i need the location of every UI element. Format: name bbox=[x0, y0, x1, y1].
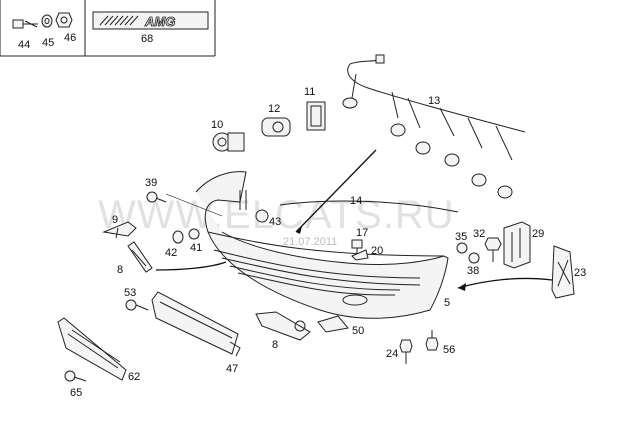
callout-20: 20 bbox=[371, 245, 383, 257]
callout-53: 53 bbox=[124, 287, 136, 299]
callout-44: 44 bbox=[18, 39, 30, 51]
callout-17: 17 bbox=[356, 227, 368, 239]
screw-44-icon bbox=[12, 19, 38, 29]
bracket-11 bbox=[306, 101, 326, 131]
bracket-50 bbox=[317, 315, 349, 333]
guide-8-left bbox=[127, 241, 153, 273]
arrow-8-left bbox=[155, 261, 227, 271]
callout-29: 29 bbox=[532, 228, 544, 240]
emblem-stripes-icon bbox=[99, 15, 139, 26]
callout-12: 12 bbox=[268, 103, 280, 115]
license-bracket-47 bbox=[151, 291, 241, 357]
bolt-32-icon bbox=[484, 237, 502, 262]
emblem-text: AMG bbox=[144, 14, 175, 29]
clip-20 bbox=[351, 249, 369, 261]
bolt-56-icon bbox=[425, 330, 439, 351]
inset-box: 44 45 46 AMG 68 bbox=[0, 0, 216, 57]
arrow-head bbox=[296, 226, 302, 234]
clip-9 bbox=[102, 221, 137, 239]
callout-14: 14 bbox=[350, 195, 362, 207]
amg-emblem-68: AMG bbox=[92, 11, 209, 30]
callout-50: 50 bbox=[352, 325, 364, 337]
callout-39: 39 bbox=[145, 177, 157, 189]
callout-10: 10 bbox=[211, 119, 223, 131]
screw-65-icon bbox=[64, 370, 87, 382]
nut-43-icon bbox=[255, 209, 269, 223]
callout-11: 11 bbox=[304, 86, 315, 98]
sensor-housing-10 bbox=[212, 132, 245, 152]
callout-8a: 8 bbox=[117, 264, 123, 276]
watermark: WWW.ELCATS.RU bbox=[98, 193, 455, 237]
callout-24: 24 bbox=[386, 348, 398, 360]
screw-53-icon bbox=[125, 299, 149, 311]
callout-43: 43 bbox=[269, 216, 281, 228]
washer-35-icon bbox=[456, 242, 468, 254]
callout-5: 5 bbox=[444, 297, 450, 309]
callout-65: 65 bbox=[70, 387, 82, 399]
bumper-cover-5 bbox=[195, 171, 449, 319]
arrow-23 bbox=[457, 277, 553, 289]
bolt-39-icon bbox=[146, 191, 167, 203]
callout-62: 62 bbox=[128, 371, 140, 383]
callout-23: 23 bbox=[574, 267, 586, 279]
washer-45-icon bbox=[41, 14, 53, 28]
callout-9: 9 bbox=[112, 214, 118, 226]
nut-46-icon bbox=[55, 12, 73, 28]
nut-42-icon bbox=[172, 230, 184, 244]
washer-41-icon bbox=[188, 228, 200, 240]
callout-47: 47 bbox=[226, 363, 238, 375]
callout-32: 32 bbox=[473, 228, 485, 240]
callout-38: 38 bbox=[467, 265, 479, 277]
bracket-23 bbox=[551, 245, 575, 299]
guide-8-right bbox=[255, 311, 311, 341]
bolt-24-icon bbox=[399, 339, 413, 364]
washer-38-icon bbox=[468, 252, 480, 264]
callout-42: 42 bbox=[165, 247, 177, 259]
callout-41: 41 bbox=[190, 242, 202, 254]
arrow-sensor bbox=[295, 149, 377, 233]
callout-13: 13 bbox=[428, 95, 440, 107]
callout-46: 46 bbox=[64, 32, 76, 44]
trim-strip-14 bbox=[279, 200, 459, 213]
callout-35: 35 bbox=[455, 231, 467, 243]
license-plate-62 bbox=[57, 317, 127, 381]
callout-68: 68 bbox=[141, 33, 153, 45]
leader-39 bbox=[165, 193, 223, 217]
callout-45: 45 bbox=[42, 37, 54, 49]
bracket-29 bbox=[503, 221, 531, 269]
wiring-harness-13 bbox=[342, 54, 526, 199]
arrow-23-head bbox=[458, 283, 466, 291]
callout-8b: 8 bbox=[272, 339, 278, 351]
callout-56: 56 bbox=[443, 344, 455, 356]
sensor-12 bbox=[261, 117, 291, 137]
watermark-date: 21.07.2011 bbox=[283, 236, 337, 248]
